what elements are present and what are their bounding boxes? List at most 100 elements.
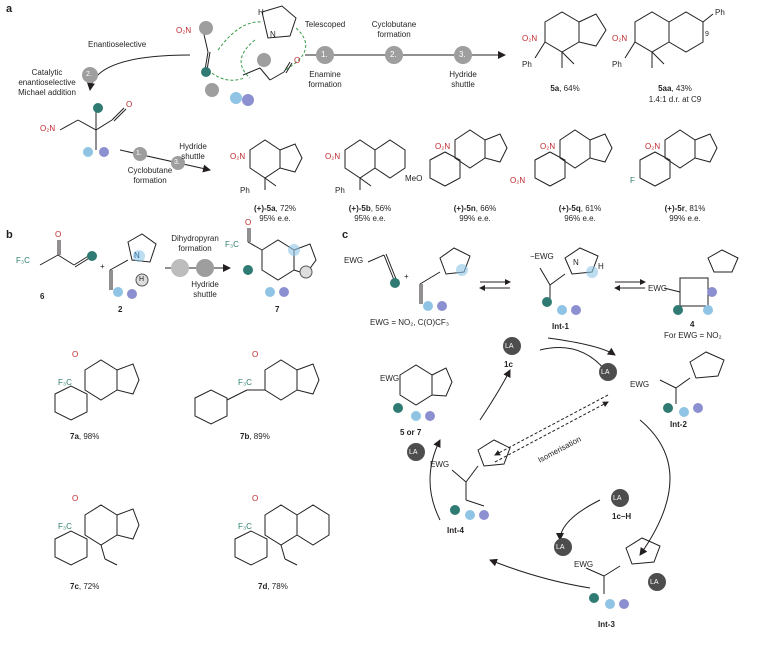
b-h: H (139, 276, 145, 283)
aldehyde-o: O (294, 56, 301, 65)
c-ewg: EWG (344, 256, 364, 265)
c4-ewg: EWG (648, 284, 668, 293)
adduct-o: O (126, 100, 133, 109)
1c-arrow (539, 347, 606, 371)
adduct-blue (83, 147, 93, 157)
int3-lavender (619, 599, 629, 609)
int1-n: N (573, 258, 579, 267)
c7-h (299, 265, 313, 279)
adduct-teal (93, 103, 103, 113)
panel-c-top (367, 247, 471, 304)
product-5a-structure (534, 11, 607, 68)
57-blue (411, 411, 421, 421)
panel-a-reactants (202, 5, 307, 81)
catalytic-2: enantioselective (18, 78, 76, 87)
teal-dot (201, 67, 211, 77)
cycle-arrow-top (547, 337, 616, 356)
5aa-ph2: Ph (715, 8, 725, 17)
products-row-a (249, 129, 718, 190)
panel-a-label: a (6, 3, 13, 15)
la-1ch (611, 489, 629, 507)
la-1c (503, 337, 521, 355)
p5-ee: 99% e.e. (669, 214, 701, 223)
lch-arrow (556, 499, 601, 541)
c7-lavender (279, 287, 289, 297)
adduct-lavender (99, 147, 109, 157)
p4-ee: 96% e.e. (564, 214, 596, 223)
p3-no2: O₂N (435, 142, 451, 151)
5aa-no2: O₂N (612, 34, 628, 43)
enamine-1: Enamine (309, 70, 341, 79)
la-int3a (554, 538, 572, 556)
c4-blue (703, 305, 713, 315)
p4-no2: O₂N (540, 142, 556, 151)
catalytic-3: Michael addition (18, 88, 76, 97)
michael-adduct (59, 107, 127, 150)
cycle-arrow-bottom (489, 558, 591, 589)
int3-structure (585, 537, 661, 594)
step-2-text: 2. (86, 71, 92, 78)
panel-c-label: c (342, 229, 349, 241)
dihydro-2: formation (178, 244, 212, 253)
circle-2: 2. (390, 50, 397, 59)
5aa-label: 5aa, 43% (658, 84, 692, 93)
telescoped-label: Telescoped (304, 20, 346, 29)
cyclobutane-2: formation (377, 30, 411, 39)
lavender-dot (242, 94, 254, 106)
product-5aa-structure (624, 11, 714, 68)
compound-7 (247, 228, 317, 281)
7d-f3c: F₃C (238, 522, 252, 531)
c-h (456, 264, 468, 276)
int3-label: Int-3 (598, 620, 615, 629)
la-text-2: LA (601, 369, 610, 376)
step-circle-2 (205, 83, 219, 97)
57-ewg: EWG (380, 374, 400, 383)
cyclobutane-1: Cyclobutane (371, 20, 417, 29)
p5-sub: F (630, 176, 635, 185)
c-circle-1: 1. (136, 150, 142, 157)
c7-n (288, 244, 300, 256)
b-lavender (127, 289, 137, 299)
7a-label: 7a, 98% (70, 432, 100, 441)
p1-label: (+)-5a, 72% (253, 204, 297, 213)
cmpd-2: 2 (118, 305, 123, 314)
dihydro-1: Dihydropyran (171, 234, 219, 243)
hydride-1: Hydride (449, 70, 477, 79)
for-ewg: For EWG = NO₂ (664, 331, 722, 340)
7b-o: O (252, 350, 259, 359)
isomerisation-arrow-a (494, 394, 609, 456)
nh-h: H (258, 8, 264, 17)
5a-no2: O₂N (522, 34, 538, 43)
int1-teal (542, 297, 552, 307)
nh-n: N (270, 30, 276, 39)
p4-sub: O₂N (510, 176, 526, 185)
int1-structure (539, 247, 599, 300)
int1-h: H (598, 262, 604, 271)
5a-ph: Ph (522, 60, 532, 69)
la-text-3: LA (613, 495, 622, 502)
b-n: N (134, 251, 140, 260)
la-text-6: LA (650, 579, 659, 586)
7a-o: O (72, 350, 79, 359)
step-circle-c1 (133, 147, 147, 161)
c-lavender (437, 301, 447, 311)
enantioselective-label: Enantioselective (88, 40, 147, 49)
cmpd-6: 6 (40, 292, 45, 301)
cyclobutane-4 (663, 249, 739, 307)
p5-no2: O₂N (645, 142, 661, 151)
cmpd-7: 7 (275, 305, 280, 314)
int2-teal (663, 403, 673, 413)
5aa-dr: 1.4:1 d.r. at C9 (648, 95, 702, 104)
step-circle-c3 (171, 156, 185, 170)
step-circle-a3 (454, 46, 472, 64)
int1-h (586, 266, 598, 278)
int4-teal (450, 505, 460, 515)
int3-teal (589, 593, 599, 603)
int4-blue (465, 510, 475, 520)
panel-b-reactants (39, 233, 157, 290)
b-teal (87, 251, 97, 261)
57-teal (393, 403, 403, 413)
la-int2 (599, 363, 617, 381)
p3-sub: MeO (405, 174, 423, 183)
